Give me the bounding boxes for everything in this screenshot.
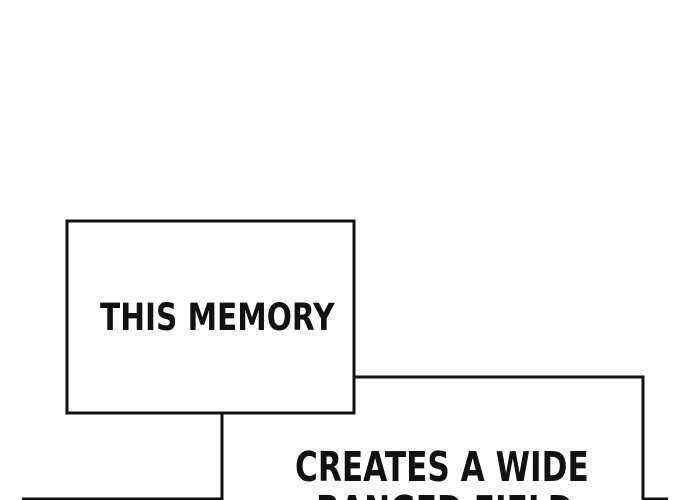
caption-text-second: CREATES A WIDE xyxy=(295,443,589,491)
caption-text-third-partial: RANGED FIELD xyxy=(316,487,574,500)
overlap-mask xyxy=(224,379,352,411)
caption-text-first: THIS MEMORY xyxy=(100,296,335,339)
